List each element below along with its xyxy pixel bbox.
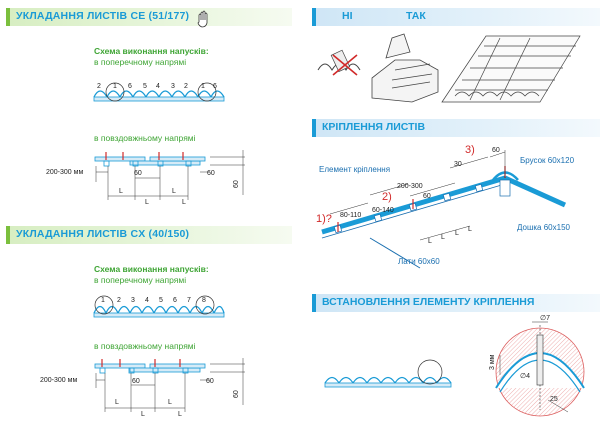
ce-L-1: L	[145, 199, 149, 206]
cx-L-3: L	[178, 411, 182, 418]
fix-L-2: L	[455, 230, 459, 237]
ce-num-1: 1	[113, 83, 117, 90]
install-section-title: ВСТАНОВЛЕННЯ ЕЛЕМЕНТУ КРІПЛЕННЯ	[322, 296, 535, 308]
install-detail-circle	[417, 359, 443, 385]
brusok-label: Брусок 60х120	[520, 156, 575, 165]
yes-label: ТАК	[406, 10, 426, 22]
mark-1: 1)?	[316, 213, 332, 225]
fix-L-0: L	[428, 238, 432, 245]
ce-L-0: L	[119, 188, 123, 195]
cx-L-2: L	[168, 399, 172, 406]
fix-section-title: КРІПЛЕННЯ ЛИСТІВ	[322, 121, 426, 133]
cx-num-1: 2	[117, 297, 121, 304]
dim-60b: 60	[492, 147, 500, 154]
cx-overlap-label: 200-300 мм	[40, 377, 77, 384]
cx-longitudinal-label: в повздовжньому напрямі	[94, 341, 196, 351]
ce-detail-circle-right	[197, 82, 217, 102]
d7-label: ∅7	[540, 315, 550, 322]
cx-L-0: L	[115, 399, 119, 406]
cx-section-title: УКЛАДАННЯ ЛИСТІВ CX (40/150)	[16, 228, 190, 240]
ce-dim-60v: 60	[233, 180, 240, 188]
cx-num-7: 8	[202, 297, 206, 304]
ce-transverse-diagram: 2 1 6 5 4 3 2 1 6	[93, 82, 225, 102]
dim-80-110: 80-110	[340, 212, 361, 219]
doshka-label: Дошка 60х150	[517, 223, 571, 232]
ce-dim-60b: 60	[207, 170, 215, 177]
ce-num-2: 6	[128, 83, 132, 90]
ce-num-4: 4	[156, 83, 160, 90]
cx-transverse-label: в поперечному напрямі	[94, 275, 187, 285]
ce-num-7: 1	[201, 83, 205, 90]
d4-label: ∅4	[520, 373, 530, 380]
cx-num-0: 1	[101, 297, 105, 304]
fix-L-1: L	[441, 234, 445, 241]
ce-scheme-title: Схема виконання напусків:	[94, 46, 209, 56]
cx-num-4: 5	[159, 297, 163, 304]
install-section-banner: ВСТАНОВЛЕННЯ ЕЛЕМЕНТУ КРІПЛЕННЯ	[312, 294, 600, 312]
ce-section-banner: УКЛАДАННЯ ЛИСТІВ CE (51/177)	[6, 8, 292, 26]
ce-section-title: УКЛАДАННЯ ЛИСТІВ CE (51/177)	[16, 10, 190, 22]
d25-label: 25	[550, 396, 558, 403]
cx-transverse-diagram: 1 2 3 4 5 6 7 8	[93, 295, 225, 318]
cx-L-1: L	[141, 411, 145, 418]
cx-num-2: 3	[131, 297, 135, 304]
mark-3: 3)	[465, 144, 475, 156]
roof-fixing-diagram: Елемент кріплення Брусок 60х120 Дошка 60…	[316, 144, 575, 269]
correct-laying-illustration	[441, 35, 581, 103]
hand-saw-illustration	[371, 33, 439, 103]
ce-num-3: 5	[143, 83, 147, 90]
ce-L-3: L	[182, 199, 186, 206]
ce-L-2: L	[172, 188, 176, 195]
ce-longitudinal-diagram: 200-300 мм 60 60 60 L L L L	[46, 150, 245, 206]
ce-num-6: 2	[184, 83, 188, 90]
cx-num-5: 6	[173, 297, 177, 304]
ce-detail-circle-left	[105, 82, 125, 102]
fix-L-3: L	[468, 226, 472, 233]
ce-num-0: 2	[97, 83, 101, 90]
cx-detail-circle-left	[94, 295, 114, 315]
mark-2: 2)	[382, 191, 392, 203]
cx-scheme-title: Схема виконання напусків:	[94, 264, 209, 274]
d3mm-label: 3 мм	[489, 354, 496, 370]
cx-dim-60v: 60	[233, 390, 240, 398]
ce-transverse-label: в поперечному напрямі	[94, 57, 187, 67]
cx-section-banner: УКЛАДАННЯ ЛИСТІВ CX (40/150)	[6, 226, 292, 244]
ce-num-8: 6	[213, 83, 217, 90]
laty-label: Лати 60х60	[398, 257, 440, 266]
cx-detail-circle-right	[195, 295, 215, 315]
fix-section-banner: КРІПЛЕННЯ ЛИСТІВ	[312, 119, 600, 137]
dim-30: 30	[454, 161, 462, 168]
ce-longitudinal-label: в повздовжньому напрямі	[94, 133, 196, 143]
no-yes-banner: НІ ТАК	[312, 8, 600, 26]
ce-overlap-label: 200-300 мм	[46, 169, 83, 176]
no-label: НІ	[342, 10, 353, 22]
install-sheet-diagram	[324, 359, 452, 388]
install-detail-zoom: ∅7 ∅4 3 мм 25	[489, 315, 585, 417]
dim-200-300: 200-300	[397, 183, 423, 190]
ce-dim-60a: 60	[134, 170, 142, 177]
cx-num-3: 4	[145, 297, 149, 304]
dim-60-140: 60-140	[372, 207, 394, 214]
ce-num-5: 3	[171, 83, 175, 90]
cx-dim-60b: 60	[206, 378, 214, 385]
wrong-cutting-illustration	[317, 49, 361, 76]
cx-dim-60a: 60	[132, 378, 140, 385]
cx-num-6: 7	[187, 297, 191, 304]
dim-60a: 60	[423, 193, 431, 200]
element-label: Елемент кріплення	[319, 165, 390, 174]
cx-longitudinal-diagram: 200-300 мм 60 60 60 L L L L	[40, 358, 245, 418]
